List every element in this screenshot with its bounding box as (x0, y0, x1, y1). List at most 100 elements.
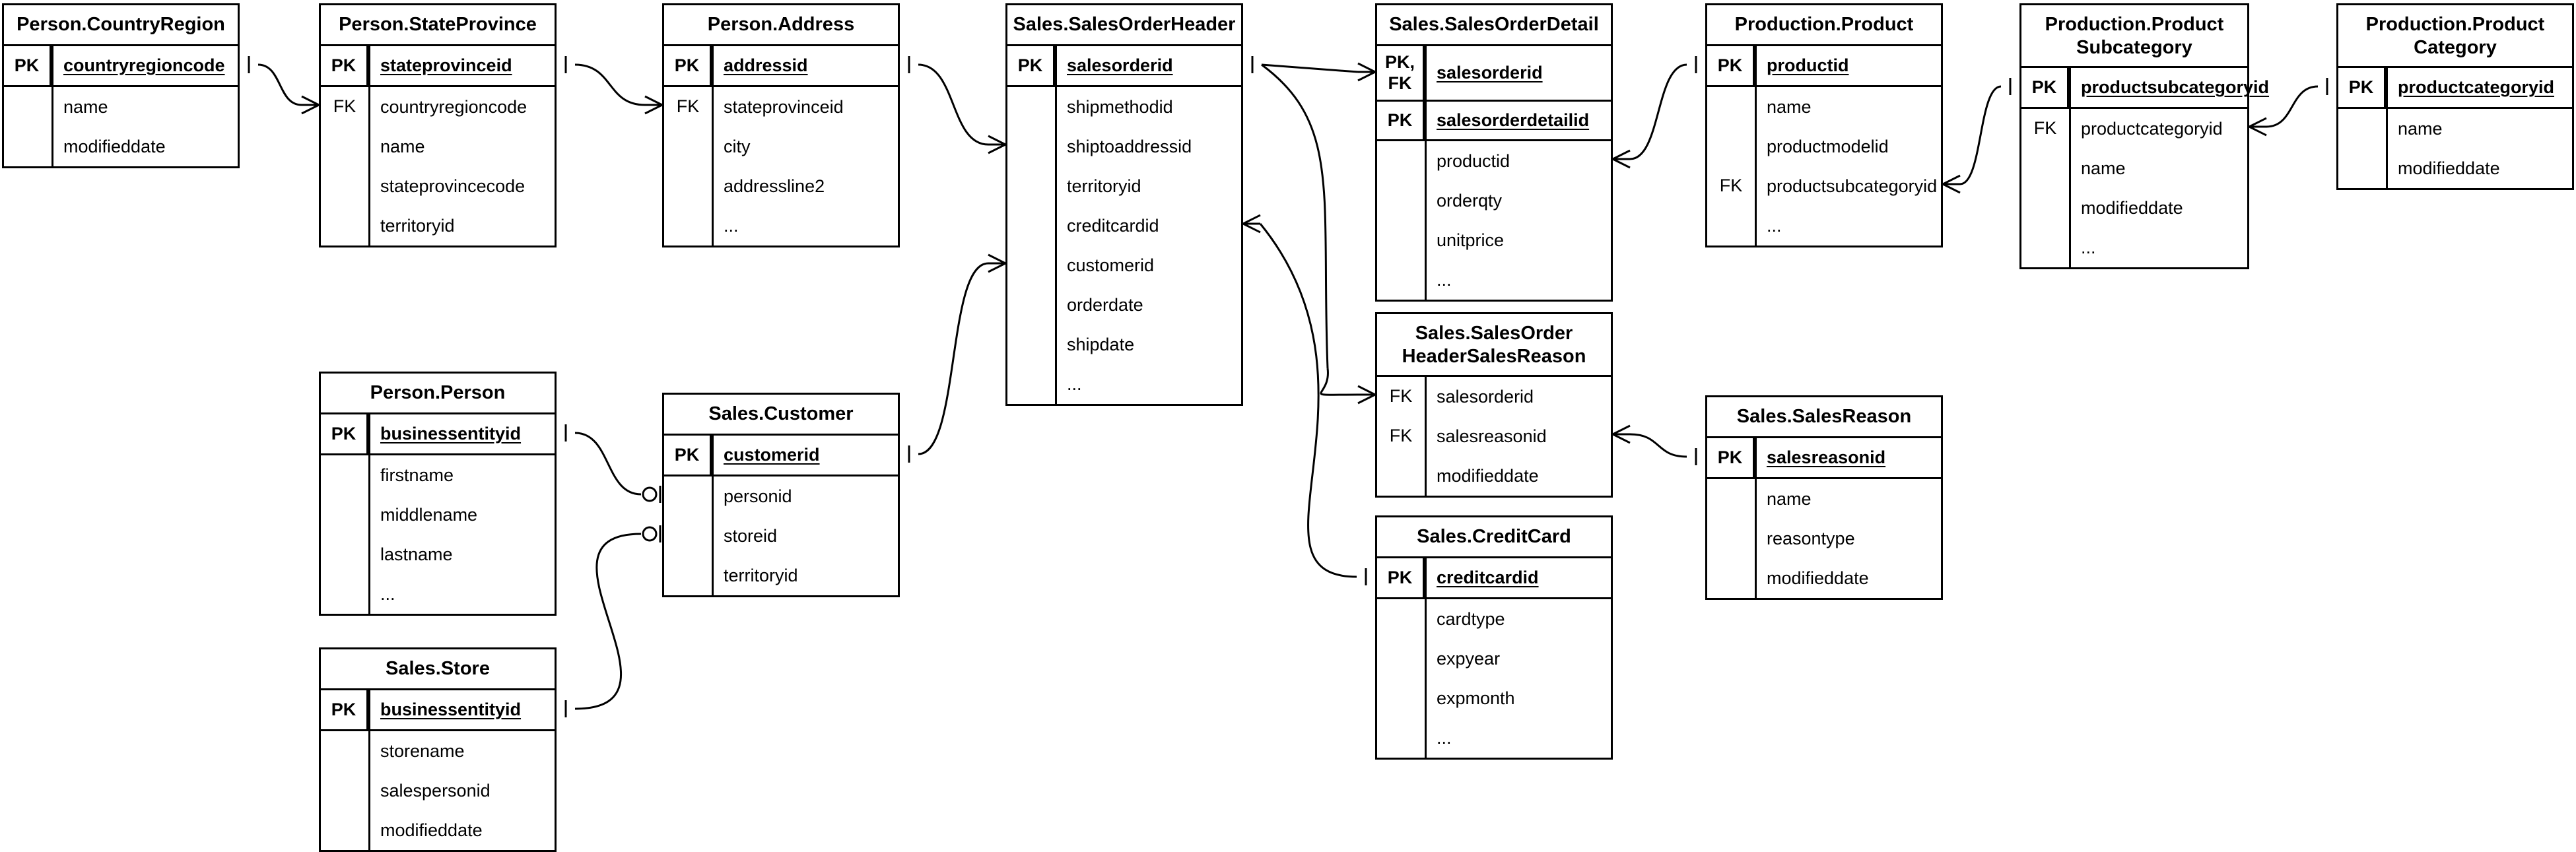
key-marker (321, 206, 368, 246)
key-marker (1377, 456, 1425, 496)
attribute-row: territoryid (321, 206, 555, 246)
column-divider (1425, 377, 1427, 496)
field-name: lastname (380, 544, 453, 564)
attribute-row: name (321, 127, 555, 166)
attribute-row: cardtype (1377, 599, 1611, 639)
key-row: PK productsubcategoryid (2021, 68, 2269, 109)
field-name: creditcardid (1437, 568, 1539, 587)
attribute-row: city (664, 127, 898, 166)
field-name: addressline2 (724, 176, 825, 196)
key-marker (1007, 246, 1055, 285)
field-name: productsubcategoryid (2081, 77, 2270, 97)
field-name: name (2081, 158, 2126, 178)
field-name: salespersonid (380, 780, 491, 801)
field-name: firstname (380, 465, 454, 485)
key-marker (321, 166, 368, 206)
attribute-row: firstname (321, 455, 555, 495)
field-name: territoryid (1067, 176, 1141, 196)
attribute-row: creditcardid (1007, 206, 1241, 246)
column-divider (368, 414, 370, 614)
field-name: salesorderid (1067, 55, 1173, 75)
key-marker: FK (2033, 118, 2057, 139)
field-name: ... (1437, 269, 1452, 290)
column-divider (368, 690, 370, 850)
attribute-row: storeid (664, 516, 898, 556)
field-name: name (2398, 118, 2443, 139)
key-marker: FK (333, 96, 356, 117)
key-marker (2338, 109, 2386, 148)
entity-title: Sales.Customer (664, 395, 898, 436)
entity-title: Production.Product Subcategory (2021, 5, 2247, 68)
field-name: shiptoaddressid (1067, 136, 1192, 156)
field-name: city (724, 136, 751, 156)
key-marker: PK, FK (1377, 46, 1425, 100)
field-name: salesorderid (1437, 63, 1543, 82)
entity-title: Person.Person (321, 374, 555, 414)
key-marker (1007, 325, 1055, 364)
entity-title: Production.Product (1707, 5, 1941, 46)
key-marker: PK (664, 436, 712, 475)
key-marker: FK (1389, 386, 1413, 407)
attribute-row: name (2021, 148, 2247, 188)
field-name: ... (1437, 727, 1452, 748)
key-marker (1377, 141, 1425, 181)
key-marker: PK (2021, 68, 2069, 107)
field-name: salesorderid (1437, 386, 1534, 407)
entity-title: Person.CountryRegion (4, 5, 238, 46)
field-name: expyear (1437, 648, 1501, 669)
attribute-row: stateprovincecode (321, 166, 555, 206)
key-marker: PK (321, 414, 368, 453)
key-marker: PK (321, 46, 368, 85)
field-name: expmonth (1437, 688, 1515, 708)
field-name: storename (380, 740, 465, 761)
entity-title: Sales.SalesOrder HeaderSalesReason (1377, 314, 1611, 377)
attribute-row: FK productcategoryid (2021, 109, 2247, 148)
key-marker (321, 455, 368, 495)
entity-title: Sales.CreditCard (1377, 517, 1611, 558)
key-marker (664, 166, 712, 206)
attribute-row: ... (2021, 228, 2247, 267)
field-name: businessentityid (380, 700, 522, 719)
key-marker (1007, 87, 1055, 127)
key-marker (321, 127, 368, 166)
attribute-row: modifieddate (321, 810, 555, 850)
field-name: productcategoryid (2081, 118, 2223, 139)
attribute-row: ... (1377, 260, 1611, 300)
attribute-row: lastname (321, 535, 555, 574)
key-marker (1007, 285, 1055, 325)
entity-title: Sales.SalesOrderDetail (1377, 5, 1611, 46)
field-name: stateprovinceid (724, 96, 844, 117)
key-marker (664, 516, 712, 556)
attribute-list: cardtype expyear expmonth... (1377, 599, 1611, 758)
column-divider (1755, 438, 1757, 598)
attribute-row: orderdate (1007, 285, 1241, 325)
key-marker (4, 127, 51, 166)
key-marker (4, 87, 51, 127)
attribute-row: modifieddate (1377, 456, 1611, 496)
